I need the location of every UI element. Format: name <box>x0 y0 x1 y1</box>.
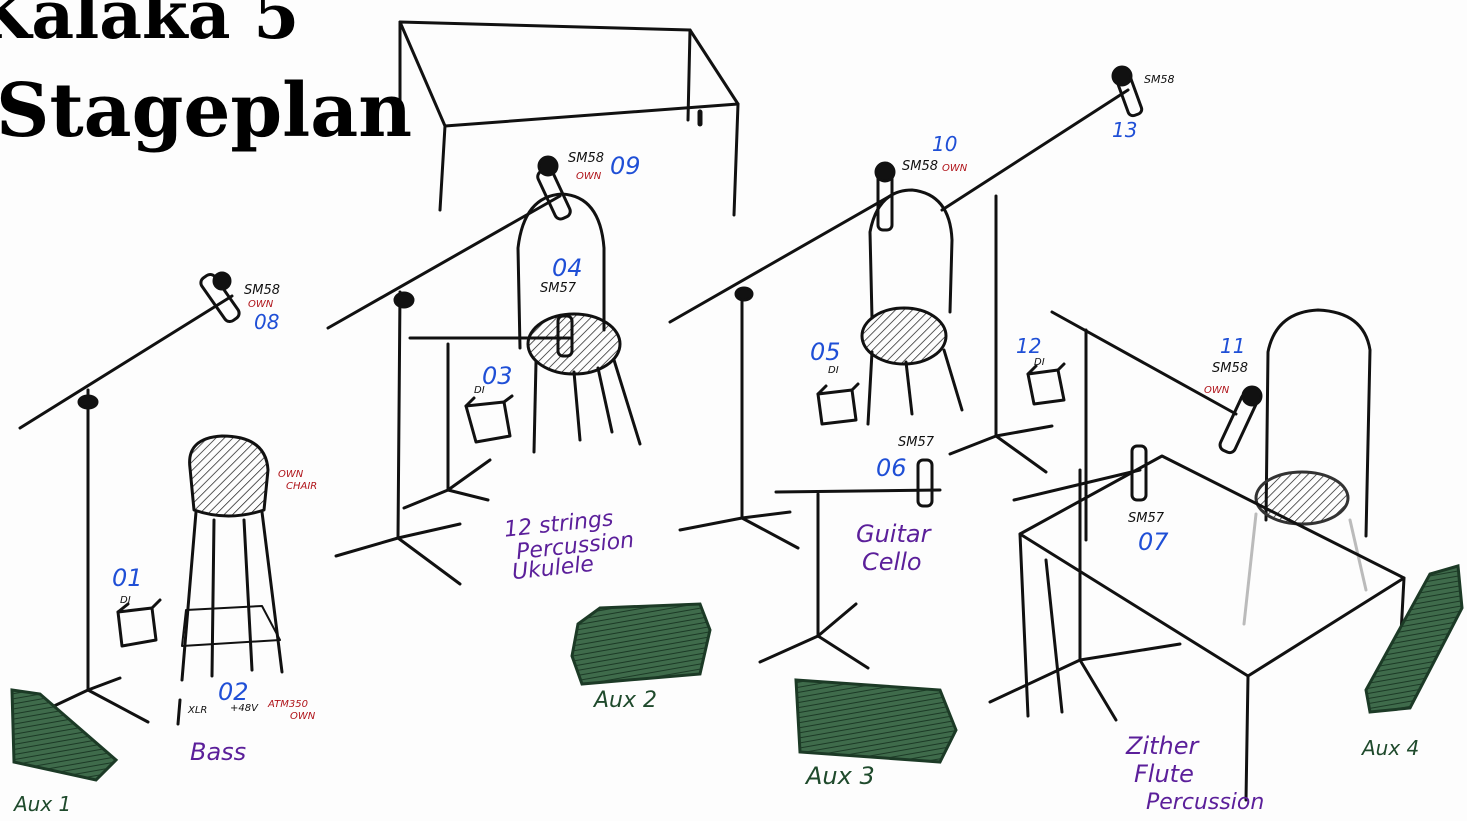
aux1-wedge <box>12 690 116 780</box>
ch04-number: 04 <box>552 256 583 280</box>
ch10-mic: SM58 <box>902 160 938 173</box>
xlr-cable <box>178 700 180 724</box>
ch11-number: 11 <box>1220 336 1245 356</box>
di-box-12 <box>1028 364 1064 404</box>
di-box-03 <box>466 396 512 442</box>
ch09-own: OWN <box>576 172 601 182</box>
ch12-source: DI <box>1034 358 1045 368</box>
ch02-phantom: +48V <box>230 704 258 714</box>
ch01-number: 01 <box>112 566 143 590</box>
ch08-number: 08 <box>254 312 279 332</box>
ch02-cable: XLR <box>188 706 207 716</box>
aux2-label: Aux 2 <box>594 690 657 712</box>
ch02-mic: ATM350 <box>268 700 308 710</box>
ch08-mic: SM58 <box>244 284 280 297</box>
ch11-mic: SM58 <box>1212 362 1248 375</box>
ch09-mic: SM58 <box>568 152 604 165</box>
ch07-mic: SM57 <box>1128 512 1164 525</box>
ch03-source: DI <box>474 386 485 396</box>
ch08-own: OWN <box>248 300 273 310</box>
instrument-bass: Bass <box>190 740 246 764</box>
page-title: Kalaka 5 <box>0 0 299 48</box>
ch12-number: 12 <box>1016 336 1041 356</box>
aux2-wedge <box>572 604 710 684</box>
ch13-number: 13 <box>1112 120 1137 140</box>
instrument-right-line2: Flute <box>1134 762 1194 786</box>
own-chair-line2: CHAIR <box>286 482 317 492</box>
ch04-mic: SM57 <box>540 282 576 295</box>
instrument-right-line3: Percussion <box>1146 792 1264 814</box>
ch06-number: 06 <box>876 456 907 480</box>
aux4-label: Aux 4 <box>1362 738 1419 758</box>
page-subtitle: Stageplan <box>0 74 412 148</box>
ch13-mic: SM58 <box>1144 74 1174 85</box>
ch01-source: DI <box>120 596 131 606</box>
back-table <box>400 22 738 215</box>
ch07-number: 07 <box>1138 530 1169 554</box>
ch10-number: 10 <box>932 134 957 154</box>
aux1-label: Aux 1 <box>14 794 71 814</box>
bar-stool <box>182 436 282 680</box>
di-box-05 <box>818 384 858 424</box>
aux3-label: Aux 3 <box>806 764 875 788</box>
chair-04 <box>518 194 640 452</box>
ch05-source: DI <box>828 366 839 376</box>
ch11-own: OWN <box>1204 386 1229 396</box>
ch09-number: 09 <box>610 154 641 178</box>
instrument-mid-line2: Cello <box>862 550 922 574</box>
chair-11 <box>1244 310 1370 624</box>
ch02-own: OWN <box>290 712 315 722</box>
ch02-number: 02 <box>218 680 249 704</box>
ch10-own: OWN <box>942 164 967 174</box>
ch05-number: 05 <box>810 340 841 364</box>
di-box-01 <box>118 600 160 646</box>
instrument-right-line1: Zither <box>1126 734 1198 758</box>
ch03-number: 03 <box>482 364 513 388</box>
instrument-mid-line1: Guitar <box>856 522 930 546</box>
own-chair-line1: OWN <box>278 470 303 480</box>
aux4-wedge <box>1366 566 1462 712</box>
ch06-mic: SM57 <box>898 436 934 449</box>
aux3-wedge <box>796 680 956 762</box>
